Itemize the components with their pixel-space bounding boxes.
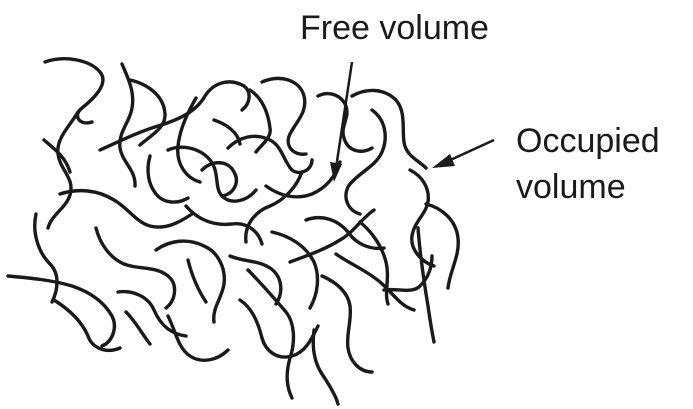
polymer-chain bbox=[352, 90, 426, 168]
polymer-chain bbox=[45, 59, 103, 123]
polymer-chain bbox=[186, 206, 262, 244]
polymer-chain bbox=[60, 191, 192, 227]
polymer-chain bbox=[426, 204, 458, 288]
occupied-volume-arrow bbox=[432, 140, 494, 168]
free-volume-arrow bbox=[330, 62, 352, 182]
polymer-chain bbox=[96, 228, 175, 308]
polymer-chain bbox=[410, 170, 434, 266]
polymer-chain bbox=[250, 90, 270, 152]
polymer-chain bbox=[266, 162, 340, 197]
polymer-chain bbox=[126, 312, 150, 344]
polymer-chain bbox=[8, 276, 114, 346]
polymer-chain bbox=[313, 330, 338, 404]
polymer-chain bbox=[322, 276, 372, 372]
polymer-chain bbox=[188, 260, 206, 302]
polymer-chain bbox=[168, 147, 256, 201]
occupied-volume-label-line1: Occupied bbox=[516, 121, 660, 161]
occupied-volume-label-line2: volume bbox=[516, 167, 626, 207]
polymer-chain bbox=[48, 112, 78, 228]
polymer-chains bbox=[8, 59, 458, 404]
polymer-chain bbox=[346, 110, 385, 214]
polymer-chain bbox=[168, 316, 228, 360]
polymer-chain bbox=[240, 300, 318, 357]
polymer-chain bbox=[35, 214, 57, 302]
polymer-chain bbox=[156, 241, 224, 322]
free-volume-label: Free volume bbox=[300, 8, 489, 48]
polymer-chain bbox=[248, 270, 293, 398]
polymer-chain bbox=[54, 300, 120, 350]
polymer-chain bbox=[360, 222, 388, 304]
polymer-chain bbox=[100, 82, 249, 150]
polymer-chain bbox=[178, 98, 200, 182]
polymer-chain bbox=[148, 156, 188, 202]
polymer-chain bbox=[290, 210, 374, 262]
